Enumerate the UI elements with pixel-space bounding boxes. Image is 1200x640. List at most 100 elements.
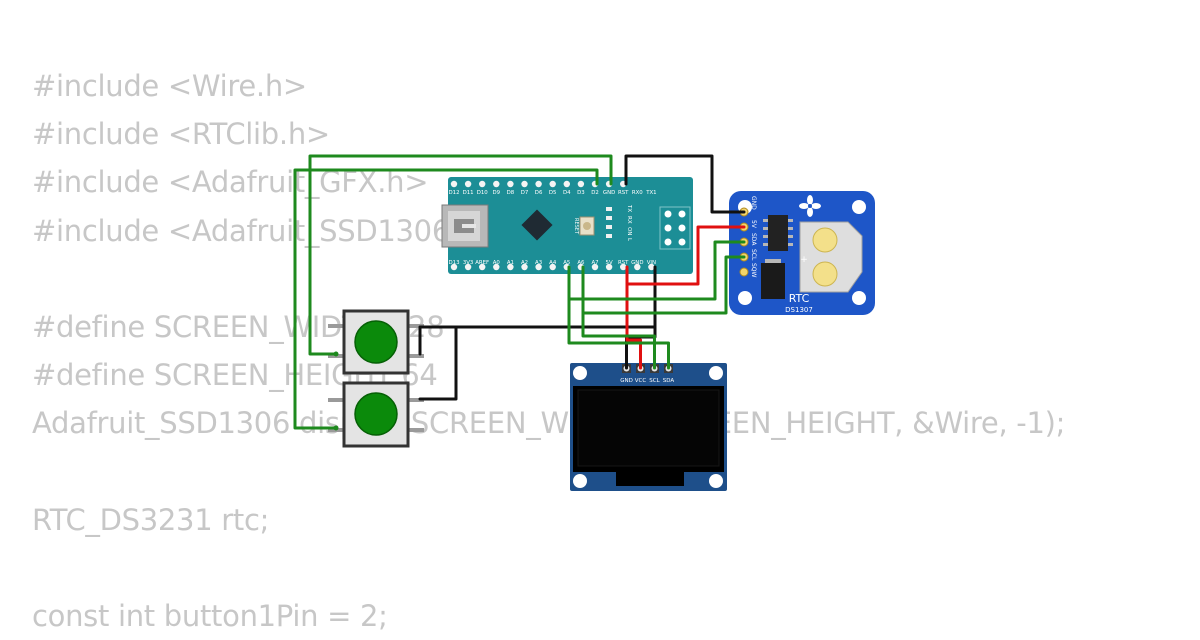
oled-pin-label: GND (620, 378, 633, 384)
nano-pin-label: D6 (535, 190, 543, 196)
nano-pin[interactable] (479, 263, 486, 271)
nano-pin-label: D10 (477, 190, 489, 196)
oled-pin-label: SDA (663, 378, 675, 384)
nano-pin-label: A2 (521, 260, 528, 266)
mount-hole (709, 366, 723, 380)
wire-green[interactable] (581, 255, 746, 315)
crystal (761, 259, 785, 299)
nano-pin-label: A5 (563, 260, 570, 266)
nano-pin[interactable] (577, 180, 585, 188)
nano-pin[interactable] (563, 180, 570, 188)
rtc-pin-label: SQW (750, 263, 757, 278)
button-1-cap[interactable] (354, 320, 398, 364)
reset-label: RESET (573, 218, 579, 235)
rtc-pin-label: SDA (750, 233, 757, 246)
nano-pin-label: RST (618, 190, 629, 196)
wire-green[interactable] (308, 154, 613, 356)
rtc-pin-label: SCL (750, 249, 757, 261)
nano-pin[interactable] (464, 180, 472, 188)
code-line: RTC_DS3231 rtc; (32, 502, 270, 537)
nano-pin[interactable] (507, 263, 514, 271)
nano-pin[interactable] (648, 263, 655, 271)
wire-green[interactable] (293, 168, 599, 430)
rtc-chip-label: DS1307 (785, 306, 813, 314)
rtc-module[interactable]: GND 5V SDA SCL SQW (729, 191, 875, 315)
led-label-on: ON (626, 227, 632, 235)
nano-pin[interactable] (549, 180, 556, 188)
nano-pin-label: GND (631, 260, 643, 266)
mount-hole (573, 366, 587, 380)
nano-pin-label: 5V (606, 260, 613, 266)
nano-pin-label: D11 (463, 190, 474, 196)
nano-pin[interactable] (591, 263, 599, 271)
wire-black[interactable] (418, 325, 657, 401)
nano-pin-label: D5 (549, 190, 557, 196)
nano-pin[interactable] (521, 263, 528, 271)
wire-red[interactable] (625, 225, 746, 286)
code-line: #include <Wire.h> (32, 69, 307, 103)
oled-pin-label: SCL (649, 378, 660, 384)
nano-pin-label: D7 (521, 190, 529, 196)
ds1307-chip (763, 215, 793, 251)
rtc-pin-label: 5V (750, 220, 757, 229)
nano-pin-label: 3V3 (463, 260, 474, 266)
battery-holder (799, 221, 863, 293)
nano-pin[interactable] (450, 180, 458, 188)
oled-ribbon (616, 472, 684, 486)
button-2-cap[interactable] (354, 392, 398, 436)
nano-pin-label: D12 (448, 190, 459, 196)
wire-green[interactable] (567, 297, 670, 370)
nano-pin[interactable] (634, 263, 641, 271)
nano-pin[interactable] (479, 180, 486, 188)
adafruit-logo-icon (799, 195, 821, 217)
nano-pin[interactable] (450, 263, 458, 271)
reset-button[interactable] (579, 216, 595, 236)
nano-pin-label: A7 (591, 260, 598, 266)
nano-pin-label: D13 (448, 260, 459, 266)
battery-plus-label: + (800, 255, 808, 265)
nano-pin-label: D4 (563, 190, 571, 196)
nano-pin[interactable] (605, 263, 613, 271)
mount-hole (738, 291, 752, 305)
push-button-2[interactable] (328, 381, 424, 448)
nano-pin[interactable] (620, 263, 627, 271)
nano-pin-label: D9 (493, 190, 501, 196)
nano-pin-label: A1 (507, 260, 514, 266)
nano-pin-label: D8 (507, 190, 515, 196)
nano-pin-label: D2 (591, 190, 599, 196)
usb-connector (441, 204, 489, 248)
oled-display[interactable]: GND VCC SCL SDA (570, 363, 727, 491)
nano-board (448, 177, 693, 274)
wire-green[interactable] (581, 311, 656, 370)
nano-pin-label: GND (603, 190, 615, 196)
push-button-1[interactable] (328, 309, 424, 375)
nano-pin-label: A4 (549, 260, 557, 266)
status-leds (606, 207, 612, 238)
mount-hole (573, 474, 587, 488)
rtc-pin-label: GND (750, 196, 757, 210)
nano-pin[interactable] (493, 263, 500, 271)
led-label-l: L (626, 238, 632, 242)
nano-pin[interactable] (464, 263, 472, 271)
nano-pin[interactable] (507, 180, 514, 188)
nano-pin[interactable] (535, 180, 542, 188)
nano-pin-label: A0 (493, 260, 501, 266)
rtc-title: RTC (789, 292, 810, 305)
wire-black[interactable] (624, 154, 746, 214)
nano-pin-label: VIN (647, 260, 656, 266)
icsp-header (659, 206, 691, 250)
mount-hole (852, 200, 866, 214)
oled-pin-label: VCC (635, 378, 647, 384)
nano-pin[interactable] (521, 180, 528, 188)
wire-green[interactable] (567, 240, 746, 301)
nano-pin[interactable] (549, 263, 556, 271)
led-label-tx: TX (626, 204, 632, 212)
code-line: #include <RTClib.h> (32, 117, 330, 152)
nano-pin-label: AREF (475, 260, 489, 266)
nano-pin[interactable] (535, 263, 542, 271)
nano-pin[interactable] (493, 180, 500, 188)
